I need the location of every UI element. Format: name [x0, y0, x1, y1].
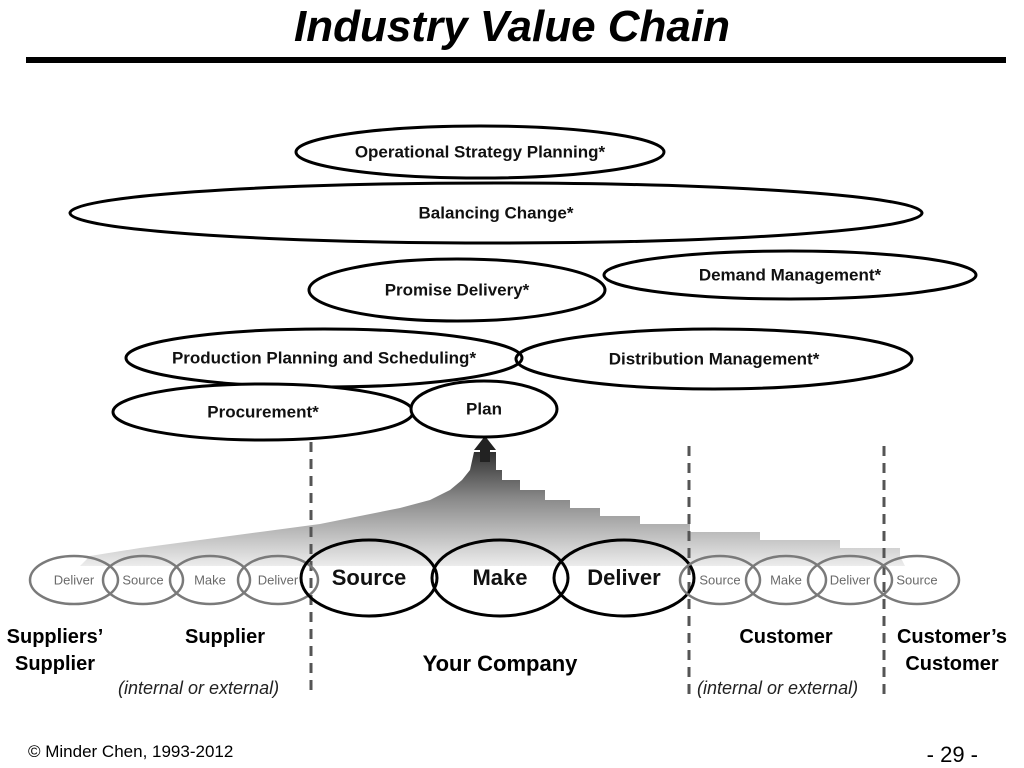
chain-supplier-deliver: Deliver: [236, 554, 320, 606]
ellipse-demand-management: Demand Management*: [602, 249, 978, 301]
ellipse-procurement: Procurement*: [111, 382, 415, 442]
ellipse-production-planning-scheduling: Production Planning and Scheduling*: [124, 327, 524, 389]
customer-internal-external-note: (internal or external): [697, 678, 859, 698]
chain-suppliers-supplier-deliver: Deliver: [28, 554, 120, 606]
balancing-change-label: Balancing Change*: [419, 203, 574, 222]
ellipse-operational-strategy-planning: Operational Strategy Planning*: [294, 124, 666, 180]
copyright-notice: © Minder Chen, 1993-2012: [28, 742, 234, 761]
chain-customer-make: Make: [744, 554, 828, 606]
group-supplier: Supplier: [184, 626, 265, 648]
promise-delivery-label: Promise Delivery*: [385, 280, 530, 299]
customer-source-label: Source: [699, 572, 740, 587]
group-suppliers-supplier: Suppliers’ Supplier: [0, 624, 110, 678]
group-customers-customer: Customer’s Customer: [886, 624, 1018, 678]
customer-deliver-label: Deliver: [830, 572, 871, 587]
chain-company-make: Make: [430, 538, 570, 618]
demand-management-label: Demand Management*: [699, 265, 882, 284]
chain-company-source: Source: [299, 538, 439, 618]
ellipse-promise-delivery: Promise Delivery*: [307, 257, 607, 323]
supplier-internal-external-note: (internal or external): [118, 678, 280, 698]
chain-supplier-make: Make: [168, 554, 252, 606]
production-planning-scheduling-label: Production Planning and Scheduling*: [172, 348, 477, 367]
chain-supplier-source: Source: [101, 554, 185, 606]
company-source-label: Source: [332, 565, 407, 590]
chain-customers-customer-source: Source: [873, 554, 961, 606]
distribution-management-label: Distribution Management*: [609, 349, 820, 368]
customer-make-label: Make: [770, 572, 802, 587]
customers-customer-source-label: Source: [896, 572, 937, 587]
operational-strategy-planning-label: Operational Strategy Planning*: [355, 142, 606, 161]
flow-pyramid: [80, 436, 905, 566]
company-deliver-label: Deliver: [587, 565, 661, 590]
supplier-deliver-label: Deliver: [258, 572, 299, 587]
plan-label: Plan: [466, 399, 502, 418]
customers-customer-line1: Customer’s: [896, 626, 1008, 648]
group-your-company: Your Company: [422, 651, 578, 676]
slide-title: Industry Value Chain: [293, 2, 730, 51]
ellipse-plan: Plan: [409, 379, 559, 439]
ellipse-distribution-management: Distribution Management*: [514, 327, 914, 391]
chain-customer-source: Source: [678, 554, 762, 606]
chain-company-deliver: Deliver: [552, 538, 696, 618]
suppliers-supplier-line2: Supplier: [14, 653, 95, 675]
page-number: - 29 -: [926, 742, 978, 767]
supplier-make-label: Make: [194, 572, 226, 587]
supplier-source-label: Source: [122, 572, 163, 587]
suppliers-supplier-line1: Suppliers’: [6, 626, 104, 648]
chain-customer-deliver: Deliver: [806, 554, 894, 606]
procurement-label: Procurement*: [207, 402, 319, 421]
customers-customer-line2: Customer: [905, 653, 999, 675]
suppliers-supplier-deliver-label: Deliver: [54, 572, 95, 587]
company-make-label: Make: [472, 565, 527, 590]
title-underline: [26, 57, 1006, 63]
ellipse-balancing-change: Balancing Change*: [68, 181, 924, 245]
group-customer: Customer: [739, 626, 833, 648]
